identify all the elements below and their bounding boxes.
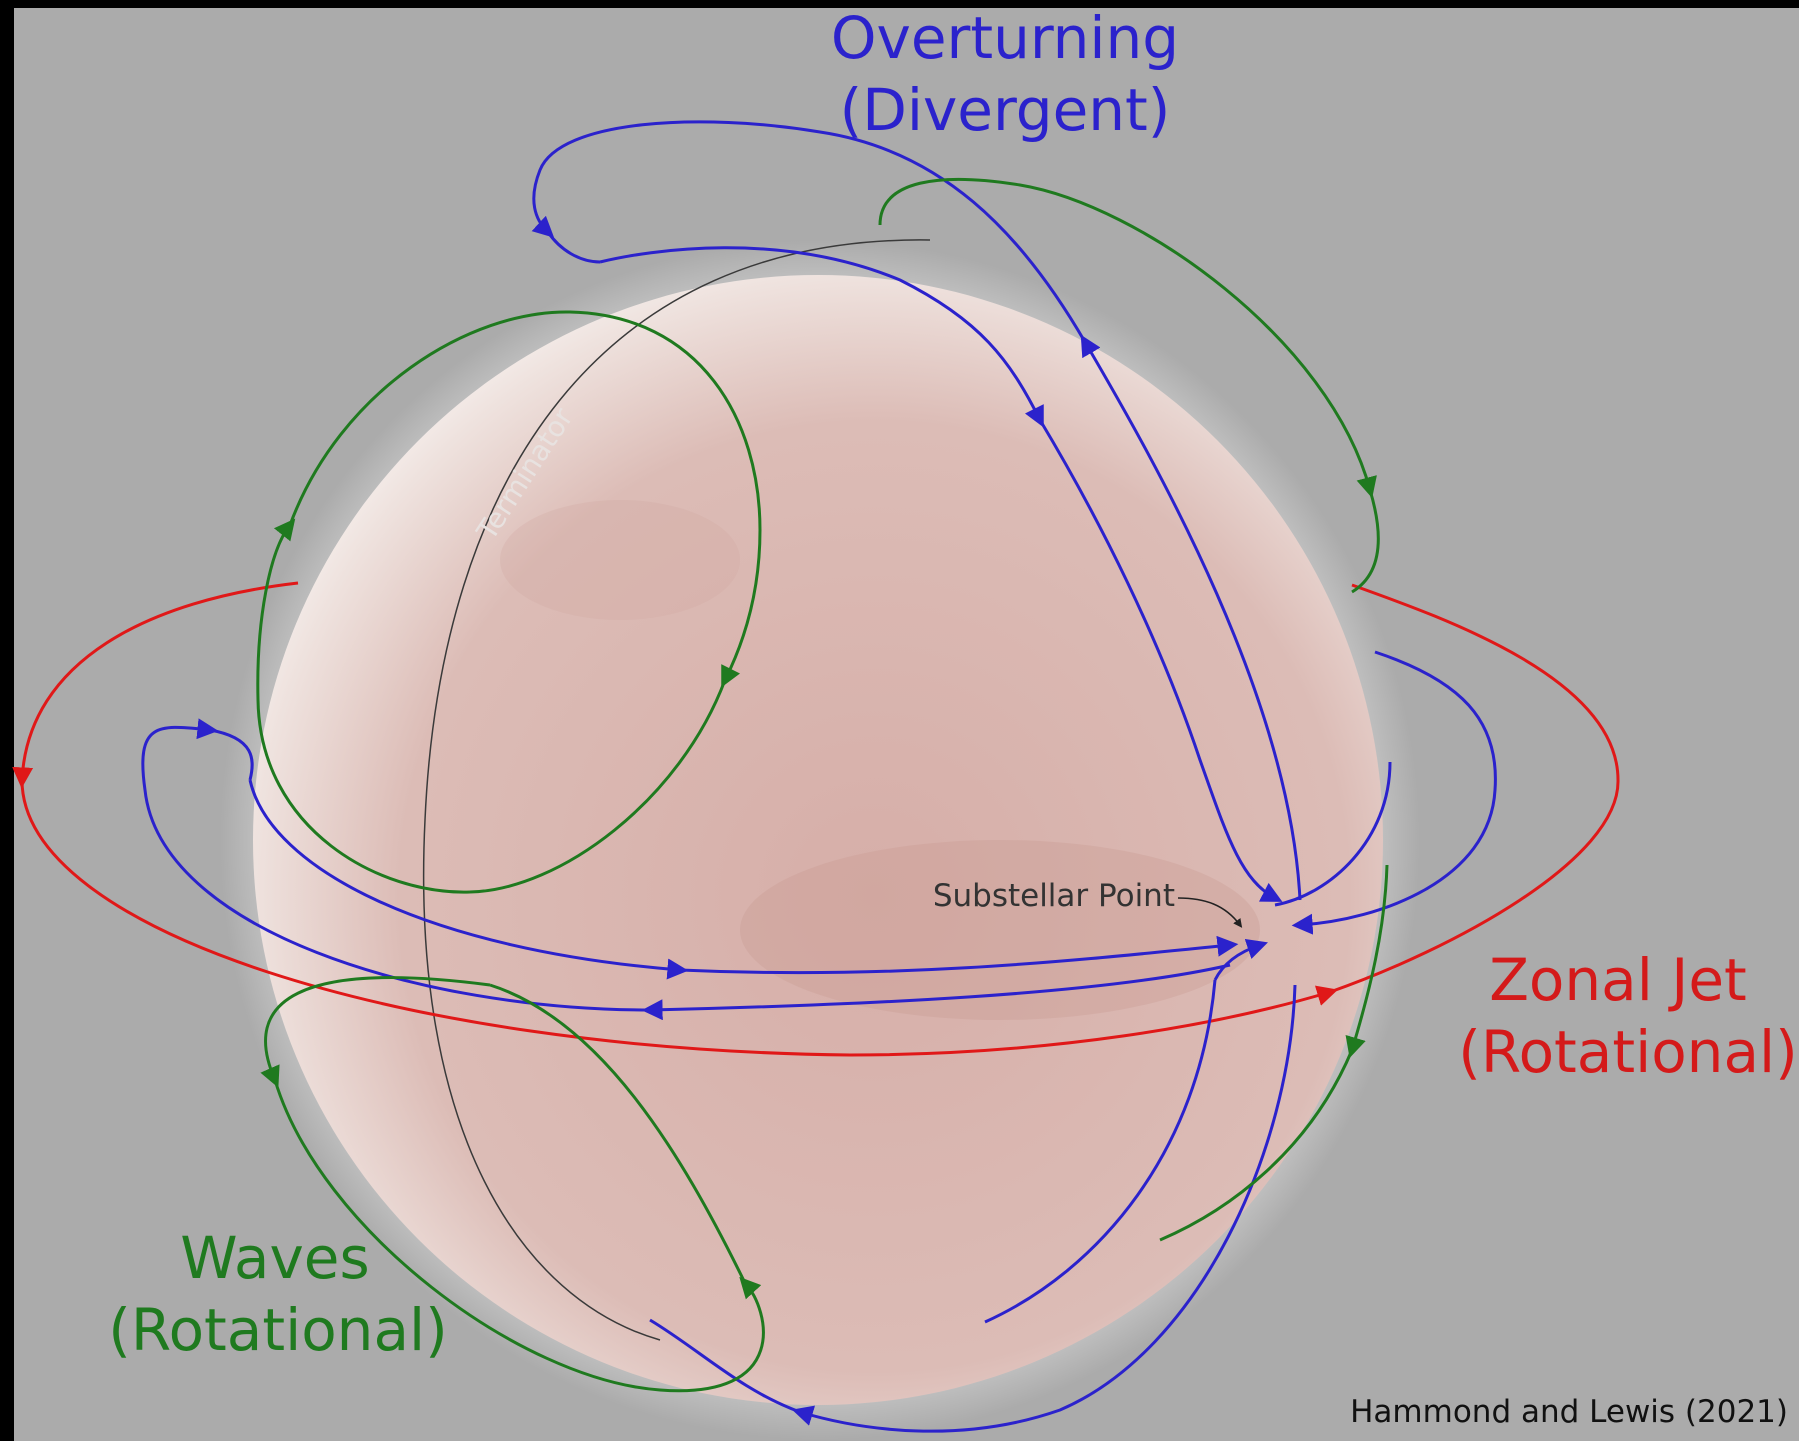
waves-lower-loop-close	[489, 983, 747, 1284]
zonal-jet-label-line2: (Rotational)	[1458, 1018, 1797, 1086]
zonal-jet-arrow-front	[20, 779, 1339, 1057]
overturning-arrow-bottom	[791, 984, 1297, 1433]
substellar-point-label: Substellar Point	[933, 878, 1175, 914]
waves-lower-loop	[273, 1079, 765, 1393]
planet-cloud-swirl	[500, 500, 740, 620]
overturning-upper-to-substellar	[1038, 419, 1283, 902]
waves-right-top-tail	[1351, 489, 1380, 594]
overturning-arrow-mid-right	[248, 779, 689, 980]
overturning-flow	[141, 120, 1497, 1433]
zonal-jet-flow	[12, 581, 1620, 1057]
waves-upper-arrow-down	[256, 518, 471, 894]
overturning-right-inner	[1274, 761, 1392, 907]
planet-disk	[253, 275, 1383, 1405]
credit-label: Hammond and Lewis (2021)	[1350, 1394, 1788, 1430]
overturning-label-line2: (Divergent)	[840, 76, 1171, 144]
waves-label-line2: (Rotational)	[108, 1296, 447, 1364]
overturning-right-loop	[1291, 650, 1497, 935]
zonal-jet-arrow-left	[12, 581, 299, 789]
waves-right-arrow-up	[878, 177, 1377, 499]
overturning-label-line1: Overturning	[831, 4, 1179, 72]
overturning-top-loop-close	[546, 231, 601, 264]
waves-upper-loop-close	[469, 679, 727, 894]
overturning-lower-arrow-in	[1213, 939, 1268, 981]
overturning-mid-to-substellar	[679, 935, 1239, 975]
overturning-arrow-upper-in	[599, 246, 1044, 428]
waves-label-line1: Waves	[180, 1224, 369, 1292]
waves-upper-loop	[288, 310, 762, 688]
overturning-left-loop	[141, 718, 651, 1012]
terminator-line	[422, 239, 931, 1341]
overturning-arrow-mid-left	[641, 963, 1231, 1021]
waves-right-arrow-down	[1345, 864, 1389, 1059]
overturning-arrow-up	[1080, 334, 1302, 901]
waves-flow	[256, 177, 1389, 1393]
waves-lower-arrow-up	[260, 976, 491, 1088]
planet	[220, 240, 1420, 1440]
waves-right-bottom-tail	[1159, 1049, 1354, 1242]
overturning-top-loop	[531, 120, 1087, 343]
planet-cloud-band	[740, 840, 1260, 1020]
substellar-pointer-icon	[1177, 897, 1243, 928]
overturning-lower-return	[984, 979, 1217, 1324]
zonal-jet-back	[1329, 583, 1620, 994]
overturning-left-loop-close	[209, 728, 254, 781]
overturning-bottom-tail	[649, 1318, 801, 1414]
zonal-jet-label-line1: Zonal Jet	[1489, 946, 1747, 1014]
